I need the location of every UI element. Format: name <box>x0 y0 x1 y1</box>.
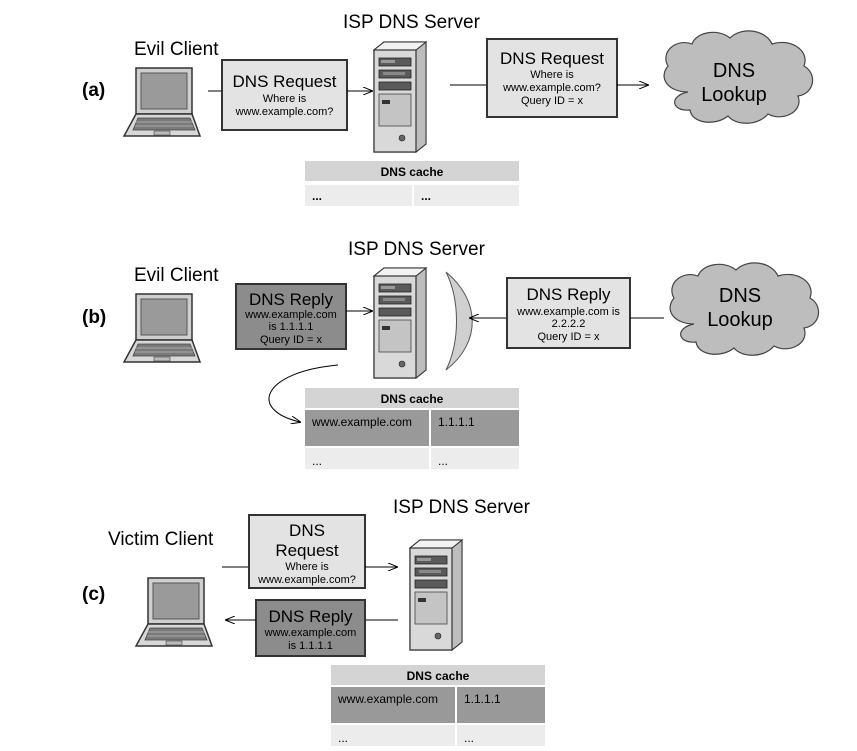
reply-line1: www.example.com <box>264 627 357 639</box>
reply-line2: is 1.1.1.1 <box>269 321 314 333</box>
request-title: DNS <box>289 521 325 540</box>
panel-c-label: (c) <box>82 584 105 605</box>
cache-cell: ... <box>312 189 322 203</box>
request-title: DNS Request <box>500 49 604 68</box>
request-title: DNS Request <box>233 72 337 91</box>
reply-title: DNS Reply <box>268 607 353 626</box>
panel-c: (c) ISP DNS Server Victim Client DNS Req… <box>82 497 545 746</box>
cache-cell: 1.1.1.1 <box>464 692 501 706</box>
cloud-line1: DNS <box>719 285 761 307</box>
panel-b: (b) ISP DNS Server Evil Client DNS Reply… <box>82 239 820 469</box>
panel-b-dns-reply-right: DNS Reply www.example.com is 2.2.2.2 Que… <box>506 277 631 349</box>
request-line3: Query ID = x <box>521 95 584 107</box>
panel-b-client-title: Evil Client <box>134 265 219 286</box>
reply-line3: Query ID = x <box>260 334 323 346</box>
request-line1: Where is <box>530 69 574 81</box>
reply-line1: www.example.com is <box>516 306 620 318</box>
request-title: Request <box>275 541 339 560</box>
cache-header: DNS cache <box>381 392 444 406</box>
cache-cell: 1.1.1.1 <box>438 415 475 429</box>
panel-a-laptop-icon <box>123 67 201 137</box>
reply-title: DNS Reply <box>249 290 334 309</box>
cache-cell: ... <box>421 189 431 203</box>
request-line2: www.example.com? <box>257 574 356 586</box>
cloud-line2: Lookup <box>701 84 767 106</box>
panel-b-laptop-icon <box>123 293 201 363</box>
cache-cell: www.example.com <box>337 692 438 706</box>
panel-b-dns-cache-table: DNS cache www.example.com 1.1.1.1 ... ..… <box>305 388 519 469</box>
reply-line1: www.example.com <box>244 309 337 321</box>
cloud-line2: Lookup <box>707 309 773 331</box>
reply-title: DNS Reply <box>526 285 611 304</box>
cache-cell: ... <box>338 731 348 745</box>
reply-line2: is 1.1.1.1 <box>288 640 333 652</box>
reply-line2: 2.2.2.2 <box>552 318 586 330</box>
cache-cell: ... <box>312 454 322 468</box>
panel-a-server-title: ISP DNS Server <box>343 12 481 33</box>
panel-a-dns-cache-table: DNS cache ... ... <box>305 161 519 206</box>
panel-c-server-title: ISP DNS Server <box>393 497 531 518</box>
panel-c-dns-cache-table: DNS cache www.example.com 1.1.1.1 ... ..… <box>331 665 545 746</box>
panel-b-shield-icon <box>445 271 473 371</box>
panel-b-dns-reply-left: DNS Reply www.example.com is 1.1.1.1 Que… <box>235 283 347 350</box>
request-line1: Where is <box>285 561 329 573</box>
panel-a-label: (a) <box>82 80 105 101</box>
panel-c-dns-request: DNS Request Where is www.example.com? <box>248 514 366 589</box>
panel-b-label: (b) <box>82 307 106 328</box>
panel-b-cache-update-arrow <box>268 364 339 422</box>
cache-header: DNS cache <box>381 165 444 179</box>
cache-header: DNS cache <box>407 669 470 683</box>
panel-b-server-icon <box>373 267 427 379</box>
panel-c-dns-reply: DNS Reply www.example.com is 1.1.1.1 <box>255 599 366 657</box>
cloud-line1: DNS <box>713 60 755 82</box>
panel-a-server-icon <box>373 41 427 153</box>
cache-cell: ... <box>438 454 448 468</box>
cache-cell: www.example.com <box>311 415 412 429</box>
panel-b-server-title: ISP DNS Server <box>348 239 486 260</box>
request-line2: www.example.com? <box>235 106 334 118</box>
cache-cell: ... <box>464 731 474 745</box>
panel-a-dns-request-left: DNS Request Where is www.example.com? <box>221 59 348 131</box>
panel-c-server-icon <box>409 539 463 651</box>
panel-a-client-title: Evil Client <box>134 39 219 60</box>
panel-c-laptop-icon <box>135 577 213 647</box>
request-line1: Where is <box>263 93 307 105</box>
panel-c-client-title: Victim Client <box>108 529 214 550</box>
panel-a: (a) ISP DNS Server Evil Client DNS Reque… <box>82 12 814 206</box>
request-line2: www.example.com? <box>502 82 601 94</box>
panel-a-dns-request-right: DNS Request Where is www.example.com? Qu… <box>486 38 618 118</box>
reply-line3: Query ID = x <box>537 331 600 343</box>
